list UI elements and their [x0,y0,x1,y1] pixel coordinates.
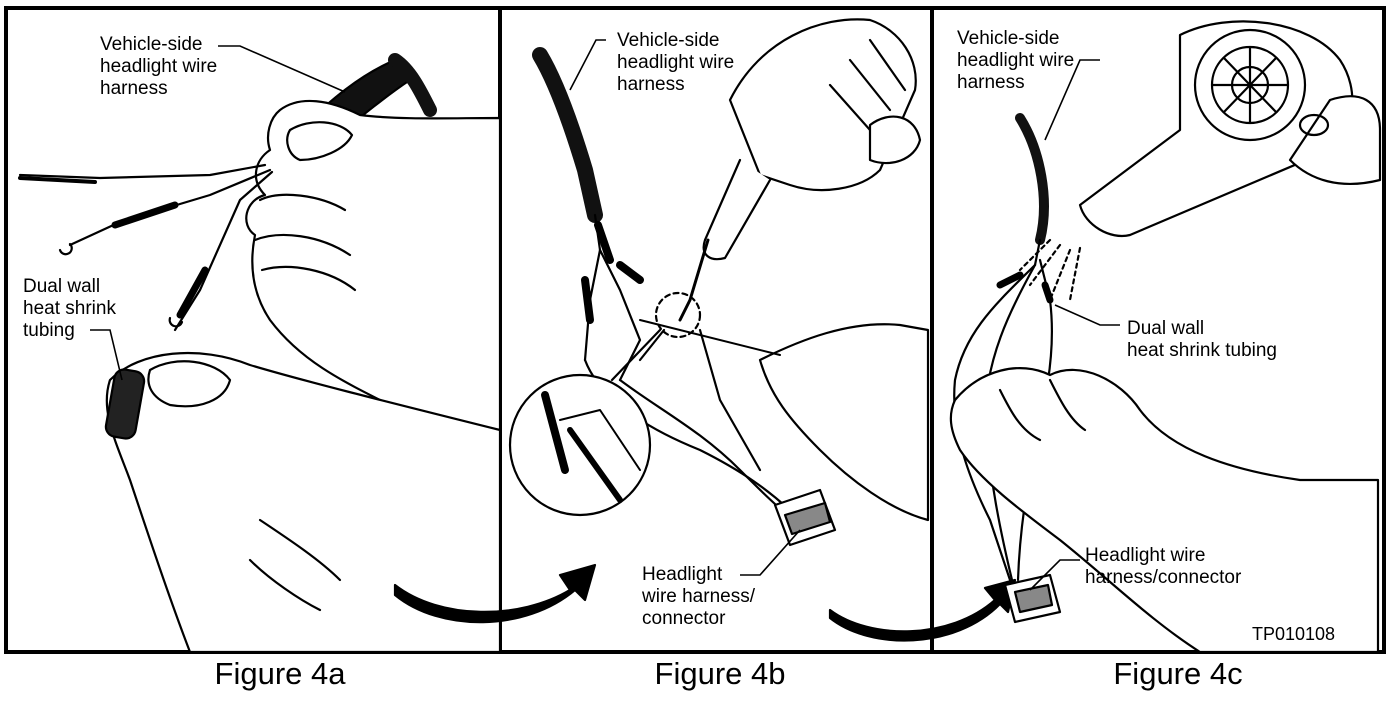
diagram-code: TP010108 [1252,624,1336,644]
label-4b-headlight-connector: Headlight wire harness/ connector [642,564,755,629]
panel-4a-art [18,53,597,654]
connector-icon [773,488,837,547]
hand-icon [245,99,502,442]
label-4c-heat-shrink-tubing: Dual wall heat shrink tubing [1127,318,1277,361]
caption-figure-4c: Figure 4c [1113,656,1243,691]
panel-4b-art [508,18,1017,642]
leader-lines [90,39,1120,591]
panel-4c-art [949,20,1382,654]
connector-icon [1003,573,1062,624]
curved-arrow-icon [393,563,597,624]
heat-gun-icon [678,18,922,322]
label-4a-vehicle-side-harness: Vehicle-side headlight wire harness [100,34,218,99]
label-4b-vehicle-side-harness: Vehicle-side headlight wire harness [617,30,735,95]
label-4a-heat-shrink-tubing: Dual wall heat shrink tubing [23,276,116,341]
label-4c-vehicle-side-harness: Vehicle-side headlight wire harness [957,28,1075,93]
hair-dryer-icon [1078,20,1382,238]
curved-arrow-icon [828,578,1017,642]
label-4c-headlight-connector: Headlight wire harness/connector [1085,545,1242,588]
caption-figure-4a: Figure 4a [214,656,346,691]
caption-figure-4b: Figure 4b [654,656,786,691]
outer-frame [4,6,1386,654]
